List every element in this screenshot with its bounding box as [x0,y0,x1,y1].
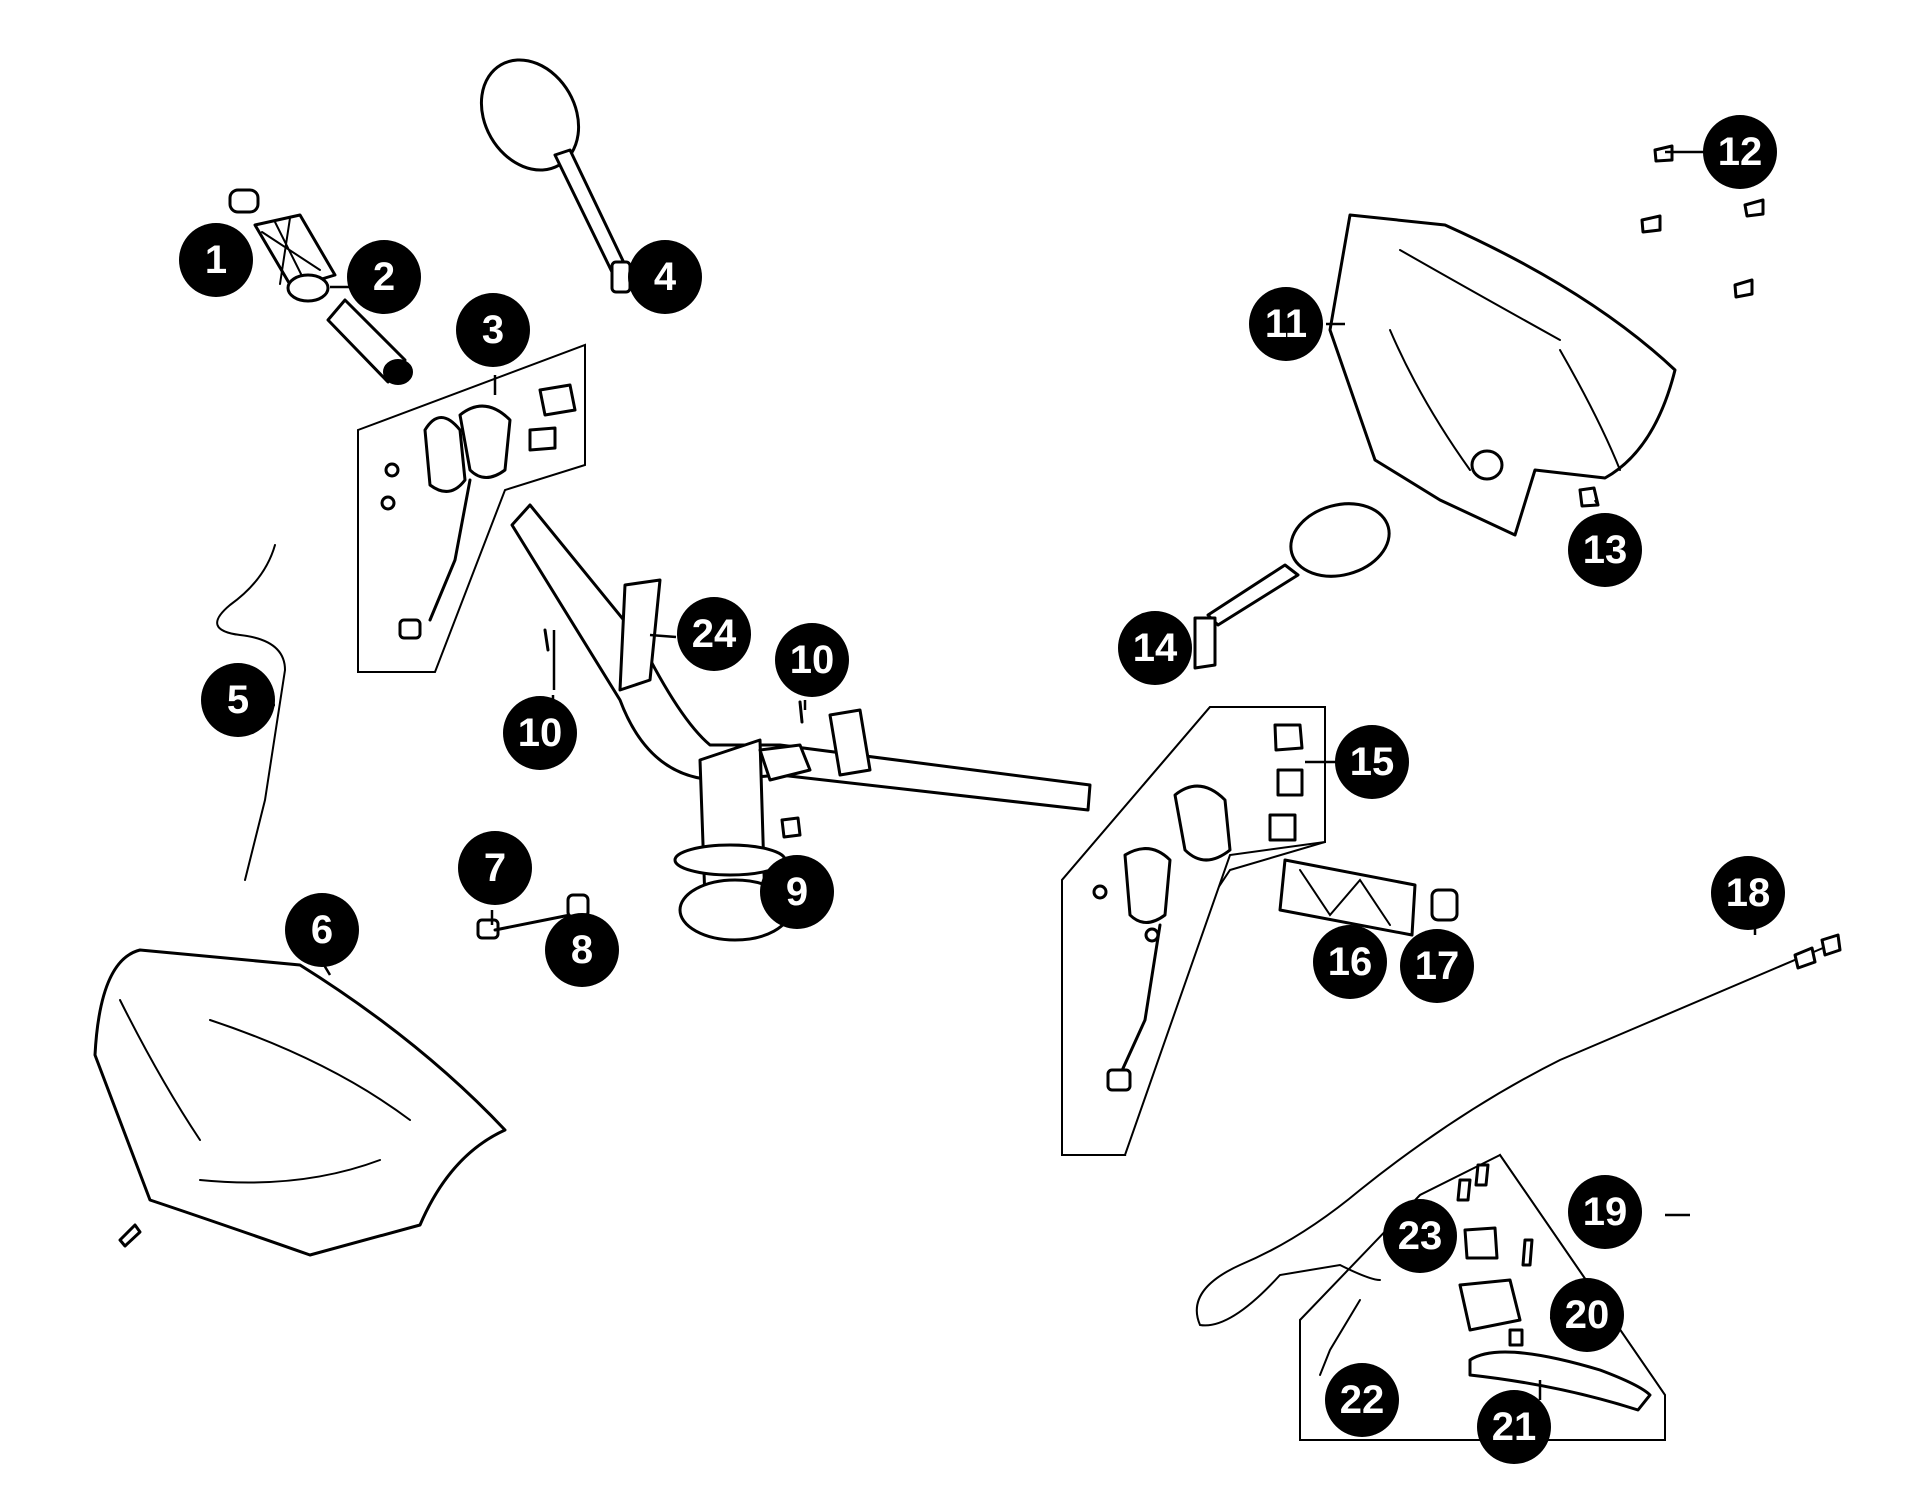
callout-label: 6 [311,908,333,952]
callout-label: 12 [1718,130,1763,174]
callout-label: 8 [571,928,593,972]
panel-left-switch-assembly [357,343,586,673]
callout-label: 13 [1583,528,1628,572]
callout-label: 17 [1415,944,1460,988]
callout-2: 2 [347,240,421,314]
throttle-cable-part [216,544,287,881]
callout-23: 23 [1383,1199,1457,1273]
callout-label: 19 [1583,1190,1628,1234]
callout-label: 11 [1265,302,1307,346]
rear-handlebar-cover-part [1328,213,1677,537]
callout-label: 16 [1328,940,1373,984]
callout-label: 9 [786,870,808,914]
callout-14: 14 [1118,611,1192,685]
callout-8: 8 [545,913,619,987]
callout-label: 20 [1565,1293,1610,1337]
cover-screws-part [1640,144,1765,299]
callout-5: 5 [201,663,275,737]
callout-label: 10 [790,638,835,682]
brake-cable-part [1195,933,1842,1327]
callout-17: 17 [1400,929,1474,1003]
panel-right-switch-assembly-box [1061,706,1326,1156]
left-mirror-part [479,58,632,294]
front-handlebar-cover-part [93,948,507,1257]
callout-label: 15 [1350,740,1395,784]
callout-20: 20 [1550,1278,1624,1352]
callout-label: 22 [1340,1378,1385,1422]
callout-6: 6 [285,893,359,967]
callout-3: 3 [456,293,530,367]
callout-16: 16 [1313,925,1387,999]
left-switch-parts [380,383,577,640]
left-grip-part [228,188,413,385]
callout-label: 3 [482,308,504,352]
callout-label: 7 [484,846,506,890]
callout-10-right: 10 [775,623,849,697]
brake-lever-parts [1319,1163,1652,1412]
callout-18: 18 [1711,856,1785,930]
callout-label: 5 [227,678,249,722]
callout-label: 2 [373,255,395,299]
callout-label: 1 [205,238,227,282]
callout-9: 9 [760,855,834,929]
callout-10-left: 10 [503,696,577,770]
callout-label: 4 [654,255,677,299]
bolt-and-clamp-parts [476,893,590,940]
right-switch-parts [1092,723,1304,1092]
callout-label: 10 [518,711,563,755]
callout-label: 24 [692,612,737,656]
callout-4: 4 [628,240,702,314]
right-grip-part [1278,858,1459,937]
right-mirror-part [1193,502,1391,670]
callout-24: 24 [677,597,751,671]
callout-15: 15 [1335,725,1409,799]
callout-label: 18 [1726,871,1771,915]
callout-22: 22 [1325,1363,1399,1437]
callout-11: 11 [1249,287,1323,361]
callout-label: 21 [1492,1405,1537,1449]
callout-13: 13 [1568,513,1642,587]
callout-19: 19 [1568,1175,1642,1249]
callout-21: 21 [1477,1390,1551,1464]
handlebar-part [510,503,1092,942]
callout-label: 14 [1133,626,1178,670]
callout-12: 12 [1703,115,1777,189]
callout-7: 7 [458,831,532,905]
callout-1: 1 [179,223,253,297]
callout-label: 23 [1398,1214,1443,1258]
